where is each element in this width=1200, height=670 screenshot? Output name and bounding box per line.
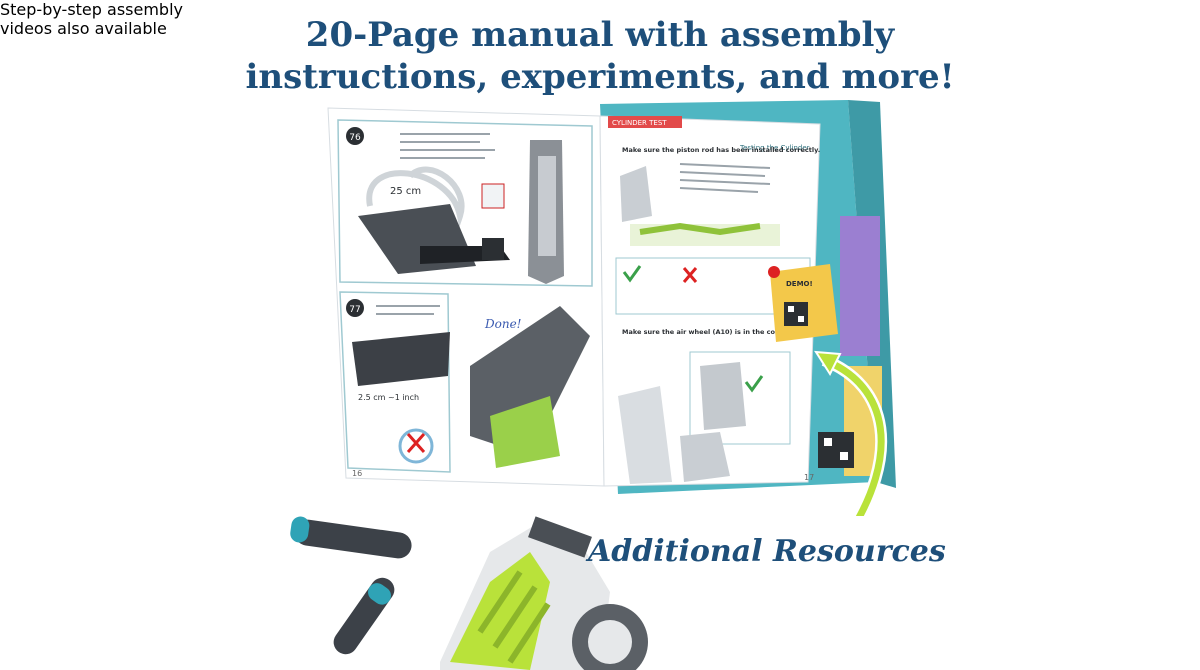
tube-drawing [366,166,465,228]
piston-drawing [620,166,652,222]
qr-code-1 [784,302,808,326]
foam-dart-2 [333,577,395,655]
air-wheel-drawing [618,386,672,484]
step-badge-77 [346,299,364,317]
headline-line-1: 20-Page manual with assembly [305,15,895,55]
cross-icon [682,267,698,283]
blaster-illustration [290,516,648,670]
page-number-right: 17 [804,473,814,482]
measure-label: 25 cm [390,186,421,197]
qr-code-2 [818,432,854,468]
left-page [327,107,605,487]
step-badge-76 [346,127,364,145]
resources-line-1: Step-by-step assembly [0,0,183,19]
right-heading-2: Make sure the air wheel (A10) is in the … [622,328,827,336]
testing-title: Testing the Cylinder [739,144,810,152]
manual-illustration: 76 77 25 cm Done! 2.5 cm ~1 inch 16 CYLI… [327,100,896,516]
cylinder-test-label: CYLINDER TEST [612,119,667,127]
page-number-left: 16 [352,469,362,478]
right-heading-1: Make sure the piston rod has been instal… [622,146,820,154]
resources-title: Additional Resources [588,534,946,569]
measure-label-b: 2.5 cm ~1 inch [358,393,419,402]
resources-line-2: videos also available [0,19,167,38]
headline: 20-Page manual with assembly instruction… [0,14,1200,98]
step-number-76: 76 [349,133,361,143]
headline-line-2: instructions, experiments, and more! [245,57,955,97]
done-caption: Done! [484,317,522,331]
foam-dart-1 [290,516,412,559]
demo-title: DEMO! [786,280,813,288]
step-number-77: 77 [349,305,360,315]
side-tab-purple [840,216,880,356]
cylinder-test-tab [608,116,682,128]
check-icon [622,265,642,283]
